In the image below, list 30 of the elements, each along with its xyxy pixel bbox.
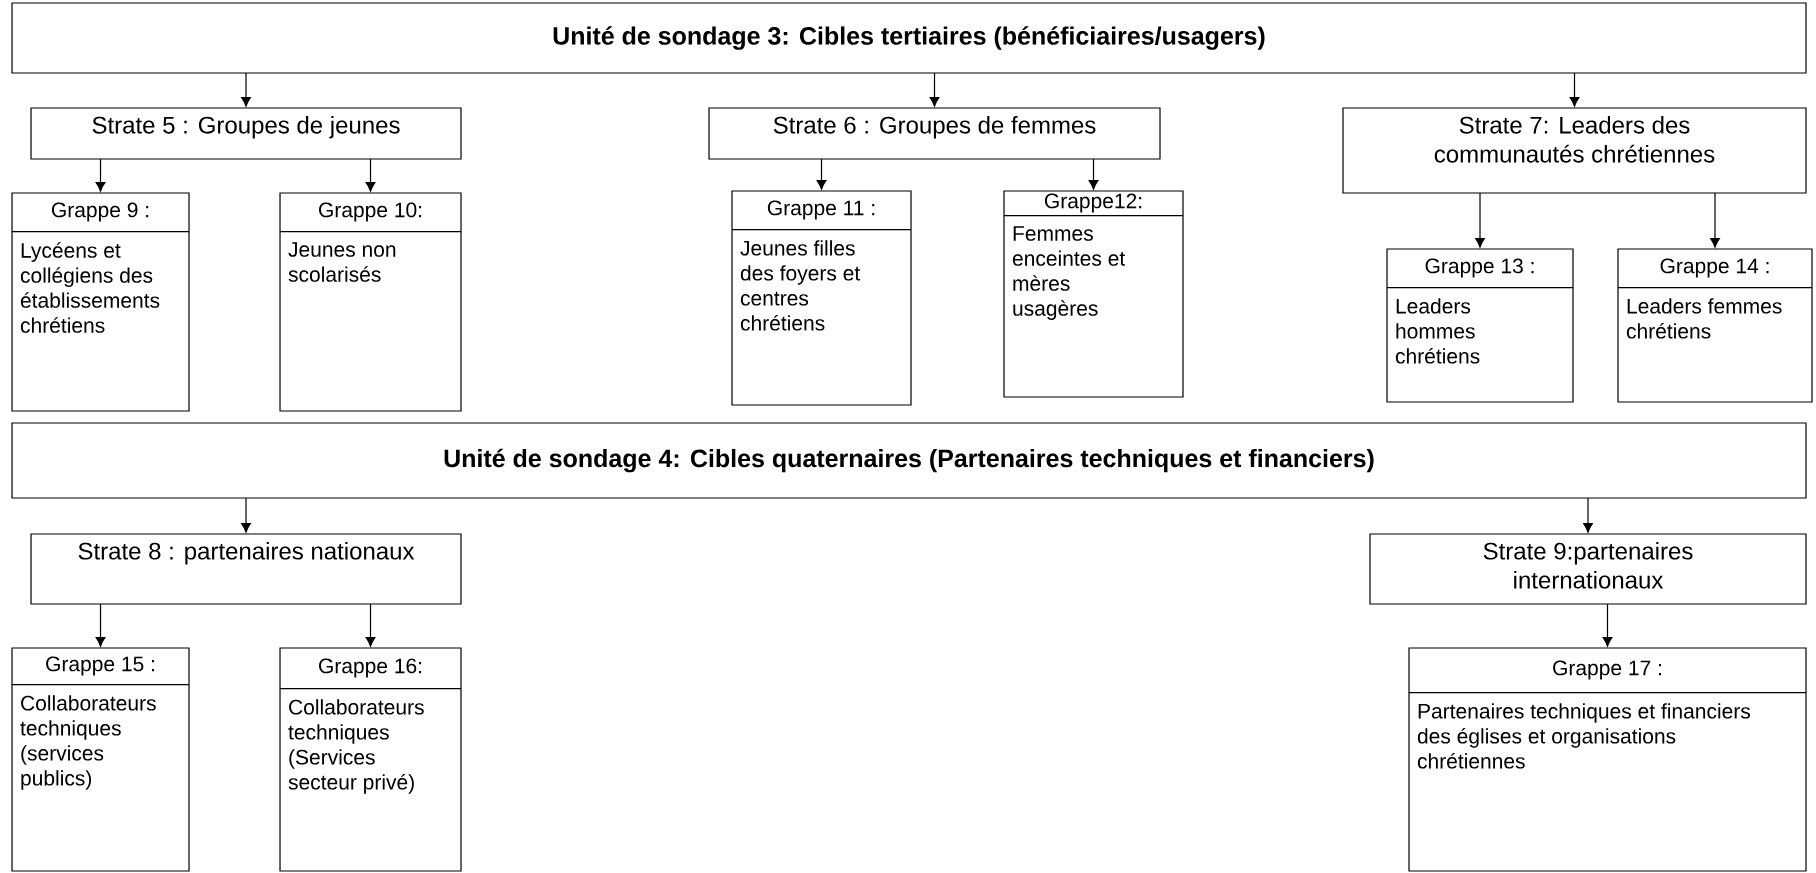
cluster-box: Grappe 16: Collaborateurs techniques (Services secteur privé): [279, 647, 462, 872]
arrow: [1583, 497, 1593, 533]
cluster-box: Grappe12: Femmes enceintes et mères usagères: [1003, 190, 1184, 398]
unit-box: Unité de sondage 4: Cibles quaternaires (Partenaires techniques et financiers): [11, 422, 1807, 499]
unit-box: Unité de sondage 3: Cibles tertiaires (bénéficiaires/usagers): [11, 2, 1807, 74]
cluster-box: Grappe 17 : Partenaires techniques et financiers des églises et organisations chrétiennes: [1408, 647, 1807, 872]
cluster-box: Grappe 11 : Jeunes filles des foyers et centres chrétiens: [731, 190, 912, 406]
cluster-box: Grappe 14 : Leaders femmes chrétiens: [1617, 248, 1813, 403]
arrow: [1710, 192, 1720, 248]
arrow: [365, 603, 376, 647]
cluster-box: Grappe 13 : Leaders hommes chrétiens: [1386, 248, 1574, 403]
arrow: [1088, 158, 1099, 190]
stratum-box: Strate 6 : Groupes de femmes: [708, 107, 1161, 160]
arrow: [241, 72, 251, 107]
cluster-box: Grappe 15 : Collaborateurs techniques (services publics): [11, 647, 190, 872]
stratum-box: Strate 7: Leaders des communautés chrétiennes: [1342, 107, 1807, 194]
cluster-box: Grappe 10: Jeunes non scolarisés: [279, 192, 462, 412]
stratum-box: Strate 9:partenaires internationaux: [1369, 533, 1807, 605]
arrow: [95, 603, 106, 647]
arrow: [929, 72, 940, 107]
stratum-box: Strate 8 : partenaires nationaux: [30, 533, 462, 605]
arrow: [1475, 192, 1485, 248]
arrow: [241, 497, 251, 533]
cluster-box: Grappe 9 : Lycéens et collégiens des établissements chrétiens: [11, 192, 190, 412]
arrow: [816, 158, 827, 190]
arrow: [1569, 72, 1580, 107]
arrow: [95, 158, 106, 192]
arrow: [1602, 603, 1613, 647]
stratum-box: Strate 5 : Groupes de jeunes: [30, 107, 462, 160]
arrow: [365, 158, 376, 192]
